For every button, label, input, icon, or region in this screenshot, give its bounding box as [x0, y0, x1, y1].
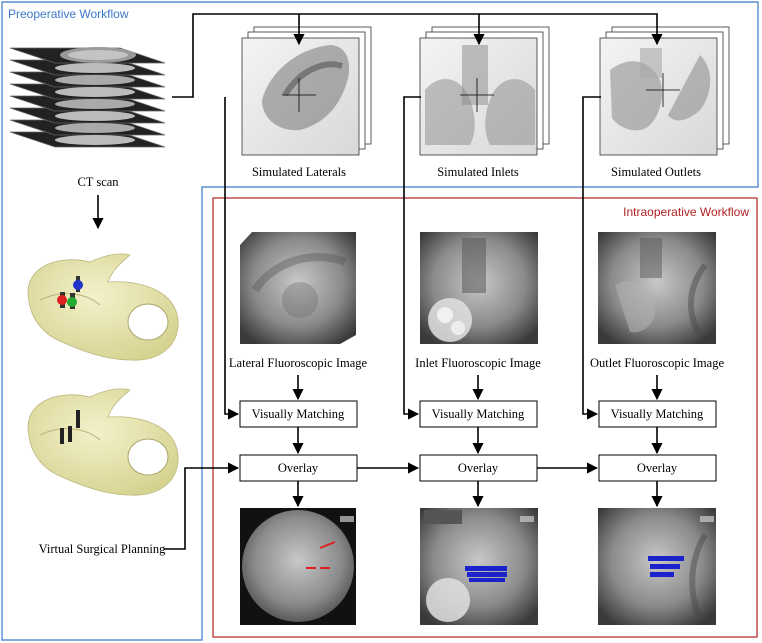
pelvis-model-planning-image [27, 253, 179, 361]
ct-to-outlets-arrow [172, 13, 663, 98]
overlay-red-screw-1 [319, 541, 336, 549]
intraoperative-label: Intraoperative Workflow [623, 205, 749, 219]
simulated-inlets-stack-image [419, 26, 550, 156]
lateral-fluoro-image [240, 232, 356, 344]
screw-black-2 [68, 426, 72, 442]
overlay-blue-screw-6 [650, 572, 674, 577]
visually-matching-label-inlet: Visually Matching [432, 407, 525, 421]
screw-red-icon [57, 295, 67, 305]
simulated-laterals-stack-image [241, 26, 372, 156]
virtual-planning-caption: Virtual Surgical Planning [39, 542, 167, 556]
intraoperative-region: Intraoperative Workflow [212, 197, 758, 638]
visually-matching-label-outlet: Visually Matching [611, 407, 704, 421]
inlet-overlay-result-image [420, 508, 538, 625]
ct-scan-caption: CT scan [77, 175, 119, 189]
sim-lateral-to-matching-arrow [224, 97, 240, 420]
overlay-blue-screw-2 [467, 572, 507, 577]
screw-black-1 [60, 428, 64, 444]
visually-matching-label-lateral: Visually Matching [252, 407, 345, 421]
overlay-blue-screw-1 [465, 566, 507, 571]
connectors [92, 13, 663, 550]
ct-scan-stack-image [9, 47, 166, 148]
sim-inlets-caption: Simulated Inlets [437, 165, 519, 179]
simulated-outlets-stack-image [599, 26, 730, 156]
sim-outlet-to-matching-arrow [582, 96, 601, 420]
screw-black-3 [76, 410, 80, 428]
lateral-fluoro-caption: Lateral Fluoroscopic Image [229, 356, 368, 370]
overlay-blue-screw-4 [648, 556, 684, 561]
sim-inlet-to-matching-arrow [403, 96, 421, 420]
screw-green-icon [67, 297, 77, 307]
inlet-fluoro-image [420, 232, 538, 344]
outlet-fluoro-caption: Outlet Fluoroscopic Image [590, 356, 724, 370]
visually-matching-box-outlet: Visually Matching [598, 400, 717, 428]
overlay-box-outlet: Overlay [598, 454, 717, 482]
planning-to-overlay-arrow [164, 462, 240, 550]
preoperative-label: Preoperative Workflow [8, 7, 129, 21]
pelvis-model-screws-image [27, 388, 179, 496]
visually-matching-box-lateral: Visually Matching [239, 400, 358, 428]
inlet-fluoro-caption: Inlet Fluoroscopic Image [415, 356, 541, 370]
visually-matching-box-inlet: Visually Matching [419, 400, 538, 428]
overlay-label-lateral: Overlay [278, 461, 319, 475]
outlet-overlay-result-image [598, 508, 716, 625]
overlay-blue-screw-3 [469, 578, 505, 582]
overlay-box-inlet: Overlay [419, 454, 538, 482]
overlay-box-lateral: Overlay [239, 454, 358, 482]
screw-blue-icon [73, 280, 83, 290]
outlet-fluoro-image [598, 232, 716, 344]
overlay-label-inlet: Overlay [458, 461, 499, 475]
sim-outlets-caption: Simulated Outlets [611, 165, 701, 179]
intraoperative-border [212, 197, 758, 638]
lateral-overlay-result-image [240, 508, 356, 625]
sim-laterals-caption: Simulated Laterals [252, 165, 346, 179]
overlay-label-outlet: Overlay [637, 461, 678, 475]
overlay-blue-screw-5 [650, 564, 680, 569]
